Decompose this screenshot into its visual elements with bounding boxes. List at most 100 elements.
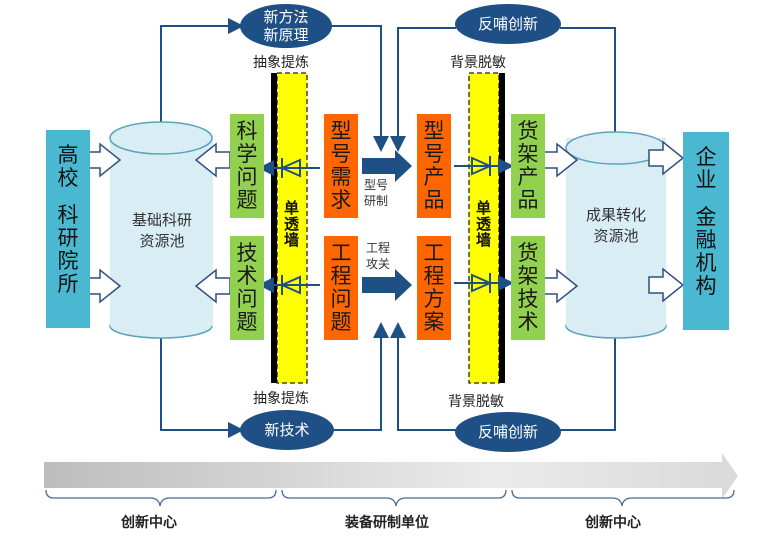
box-char: 架 <box>517 141 539 166</box>
arrow-shelf-tech-to-pool <box>542 268 579 304</box>
timeline-label-innovation-center-right: 创新中心 <box>585 515 641 531</box>
box-char: 架 <box>517 263 539 288</box>
right-wall-diodes <box>454 156 514 293</box>
feedback-innovation-ellipse-top: 反哺创新 <box>455 4 561 44</box>
eng-attack-caption-line1: 工程 <box>366 241 391 255</box>
model-dev-caption-line2: 研制 <box>364 193 389 208</box>
abstract-refine-label-bottom: 抽象提炼 <box>253 391 309 407</box>
right-wall-label: 单透墙 <box>474 200 492 248</box>
left-loop-lines <box>160 18 389 438</box>
eng-attack-caption-line2: 攻关 <box>366 256 391 271</box>
org-char: 机 <box>695 251 717 276</box>
box-char: 货 <box>517 240 539 265</box>
new-method-principle-ellipse: 新方法 新原理 <box>240 4 332 48</box>
box-char: 技 <box>236 240 258 265</box>
box-char: 问 <box>330 287 352 311</box>
box-char: 工 <box>423 240 445 265</box>
eng-attack-arrow <box>362 269 412 301</box>
org-char: 所 <box>57 272 79 297</box>
university-institute-box: 高 校 科 研 院 所 <box>46 130 90 328</box>
right-loop-lines <box>390 27 616 431</box>
box-char: 技 <box>517 287 539 311</box>
timeline-arrow <box>44 453 738 499</box>
feedback-innovation-ellipse-bottom: 反哺创新 <box>455 412 561 452</box>
enterprise-finance-box: 企 业 金 融 机 构 <box>683 132 729 330</box>
box-char: 问 <box>236 165 258 189</box>
box-char: 型 <box>423 118 445 143</box>
left-wall-diodes <box>258 158 320 295</box>
org-char: 金 <box>695 205 717 230</box>
org-char: 校 <box>57 166 79 191</box>
right-pool-line1: 成果转化 <box>585 206 646 224</box>
box-char: 号 <box>423 141 445 166</box>
arrow-shelf-product-to-pool <box>542 142 579 178</box>
new-technology-ellipse: 新技术 <box>240 410 334 450</box>
shelf-product-box: 货 架 产 品 <box>511 114 545 218</box>
box-char: 品 <box>517 188 539 213</box>
right-pool-line2: 资源池 <box>593 227 639 245</box>
box-char: 工 <box>330 240 352 265</box>
arrow-pool-to-finance <box>648 267 685 303</box>
model-dev-arrow <box>362 150 412 182</box>
new-technology-text: 新技术 <box>264 421 310 439</box>
box-char: 求 <box>330 188 352 213</box>
box-char: 学 <box>236 141 258 166</box>
box-char: 题 <box>236 310 258 335</box>
org-char: 高 <box>57 143 79 167</box>
model-requirement-box: 型 号 需 求 <box>324 114 358 218</box>
org-char: 研 <box>57 226 79 251</box>
box-char: 程 <box>423 263 445 288</box>
hollow-arrows <box>85 140 685 304</box>
eng-attack-caption: 工程 攻关 <box>366 241 390 272</box>
basic-research-pool-label: 基础科研 资源池 <box>112 210 212 252</box>
box-char: 问 <box>236 287 258 311</box>
arrow-pool-to-enterprise <box>648 140 685 176</box>
org-char: 企 <box>695 145 717 169</box>
box-char: 案 <box>423 310 445 335</box>
box-char: 术 <box>517 310 539 335</box>
arrow-tech-to-pool <box>194 268 231 304</box>
box-char: 品 <box>423 188 445 213</box>
right-wall <box>468 72 505 384</box>
abstract-refine-label-top: 抽象提炼 <box>253 55 309 71</box>
box-char: 程 <box>330 263 352 288</box>
timeline-label-innovation-center-left: 创新中心 <box>121 515 177 531</box>
new-method-text: 新方法 <box>263 8 309 26</box>
left-wall-label: 单透墙 <box>282 200 300 248</box>
box-char: 号 <box>330 141 352 166</box>
box-char: 题 <box>236 188 258 213</box>
box-char: 方 <box>423 287 445 311</box>
model-product-box: 型 号 产 品 <box>417 114 451 218</box>
box-char: 需 <box>330 165 352 189</box>
box-char: 产 <box>517 165 539 189</box>
org-char: 院 <box>57 249 79 274</box>
timeline-braces <box>45 489 735 507</box>
box-char: 科 <box>236 118 258 143</box>
desensitize-label-bottom: 背景脱敏 <box>448 394 504 410</box>
new-principle-text: 新原理 <box>263 26 309 44</box>
left-pool-cylinder <box>109 121 213 339</box>
shelf-technology-box: 货 架 技 术 <box>511 236 545 340</box>
left-pool-line1: 基础科研 <box>131 211 192 229</box>
model-dev-caption: 型号 研制 <box>364 178 388 209</box>
org-char: 科 <box>57 203 79 228</box>
model-dev-caption-line1: 型号 <box>364 178 389 192</box>
timeline-label-equipment-unit: 装备研制单位 <box>345 515 429 531</box>
science-problem-box: 科 学 问 题 <box>230 114 264 218</box>
box-char: 型 <box>330 118 352 143</box>
left-pool-line2: 资源池 <box>139 232 185 250</box>
solid-arrows <box>362 150 412 301</box>
feedback-innovation-text-top: 反哺创新 <box>477 15 538 33</box>
box-char: 题 <box>330 310 352 335</box>
org-char: 业 <box>695 168 717 193</box>
engineering-problem-box: 工 程 问 题 <box>324 236 358 340</box>
feedback-innovation-text-bottom: 反哺创新 <box>477 423 538 441</box>
engineering-solution-box: 工 程 方 案 <box>417 236 451 340</box>
org-char: 构 <box>695 274 717 299</box>
technology-problem-box: 技 术 问 题 <box>230 236 264 340</box>
left-wall <box>271 72 308 384</box>
right-pool-cylinder <box>565 131 667 339</box>
box-char: 术 <box>236 263 258 288</box>
achievement-transfer-pool-label: 成果转化 资源池 <box>566 205 666 247</box>
